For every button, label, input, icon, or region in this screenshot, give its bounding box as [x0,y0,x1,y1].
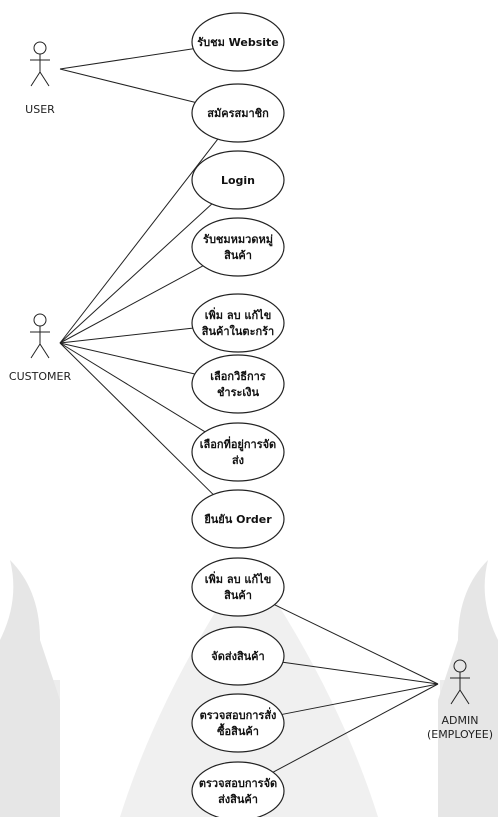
use-case-ellipse [191,12,285,72]
actor-label: USER [25,103,55,116]
use-case-uc1[interactable]: รับชม Website [191,12,285,72]
use-case-label: ส่ง [232,454,244,467]
use-case-ellipse [191,83,285,143]
use-case-uc5[interactable]: เพิ่ม ลบ แก้ไขสินค้าในตะกร้า [191,293,285,353]
use-case-label: ยืนยัน Order [204,513,272,526]
use-case-label: สินค้าในตะกร้า [201,324,274,338]
actor-head [33,313,47,327]
association-admin-uc9 [274,604,439,685]
association-customer-uc2 [59,138,219,344]
use-case-label: เพิ่ม ลบ แก้ไข [205,307,271,322]
actor-user: USER [25,41,55,116]
use-case-label: Login [221,174,255,187]
use-case-uc8[interactable]: ยืนยัน Order [191,489,285,549]
use-case-label: เลือกที่อยู่การจัด [200,436,276,452]
use-case-ellipse [191,557,285,617]
association-customer-uc8 [59,342,214,495]
use-case-label: ตรวจสอบการสั่ง [200,707,277,722]
association-user-uc2 [59,68,196,103]
use-case-label: ส่งสินค้า [218,793,258,806]
use-case-ellipse [191,354,285,414]
actor-label: CUSTOMER [9,370,72,383]
actor-label: ADMIN [442,714,479,727]
association-customer-uc5 [59,327,193,344]
actor-admin: ADMIN(EMPLOYEE) [427,659,493,741]
association-admin-uc11 [281,683,439,715]
use-case-ellipse [191,217,285,277]
association-user-uc1 [59,48,194,70]
actor-left-leg [450,689,461,705]
use-case-label: ตรวจสอบการจัด [199,777,277,790]
use-case-uc4[interactable]: รับชมหมวดหมู่สินค้า [191,217,285,277]
use-case-uc12[interactable]: ตรวจสอบการจัดส่งสินค้า [191,761,285,817]
watermark [0,560,498,817]
use-case-uc3[interactable]: Login [191,150,285,210]
actor-left-leg [30,71,41,87]
association-lines [59,48,439,773]
association-customer-uc7 [59,342,206,433]
use-cases: รับชม Website สมัครสมาชิก Login รับชมหมวดหม… [191,12,285,817]
use-case-ellipse [191,761,285,817]
use-case-ellipse [191,489,285,549]
use-case-label: เลือกวิธีการ [210,370,265,383]
association-customer-uc6 [59,342,195,375]
use-case-label: รับชม Website [197,36,279,49]
actor-customer: CUSTOMER [9,313,72,383]
actors: USER CUSTOMER ADMIN(EMPLOYEE) [9,41,493,741]
use-case-label: สมัครสมาชิก [207,107,269,120]
use-case-ellipse [191,150,285,210]
use-case-label: เพิ่ม ลบ แก้ไข [205,571,271,586]
use-case-label: ชำระเงิน [217,386,260,399]
use-case-ellipse [191,626,285,686]
use-case-uc9[interactable]: เพิ่ม ลบ แก้ไขสินค้า [191,557,285,617]
use-case-uc10[interactable]: จัดส่งสินค้า [191,626,285,686]
use-case-label: ซื้อสินค้า [217,723,259,738]
association-customer-uc3 [59,203,213,344]
association-customer-uc4 [59,265,204,344]
use-case-label: สินค้า [224,589,252,602]
actor-right-leg [39,343,50,359]
association-admin-uc10 [282,661,439,685]
association-admin-uc12 [272,683,439,773]
use-case-label: รับชมหมวดหมู่ [203,233,273,247]
actor-right-leg [459,689,470,705]
actor-label: (EMPLOYEE) [427,728,493,741]
use-case-ellipse [191,293,285,353]
use-case-uc2[interactable]: สมัครสมาชิก [191,83,285,143]
use-case-label: สินค้า [224,249,252,262]
actor-right-leg [39,71,50,87]
use-case-uc11[interactable]: ตรวจสอบการสั่งซื้อสินค้า [191,693,285,753]
use-case-ellipse [191,693,285,753]
use-case-label: จัดส่งสินค้า [211,650,264,663]
use-case-uc7[interactable]: เลือกที่อยู่การจัดส่ง [191,422,285,482]
use-case-ellipse [191,422,285,482]
actor-head [33,41,47,55]
actor-left-leg [30,343,41,359]
